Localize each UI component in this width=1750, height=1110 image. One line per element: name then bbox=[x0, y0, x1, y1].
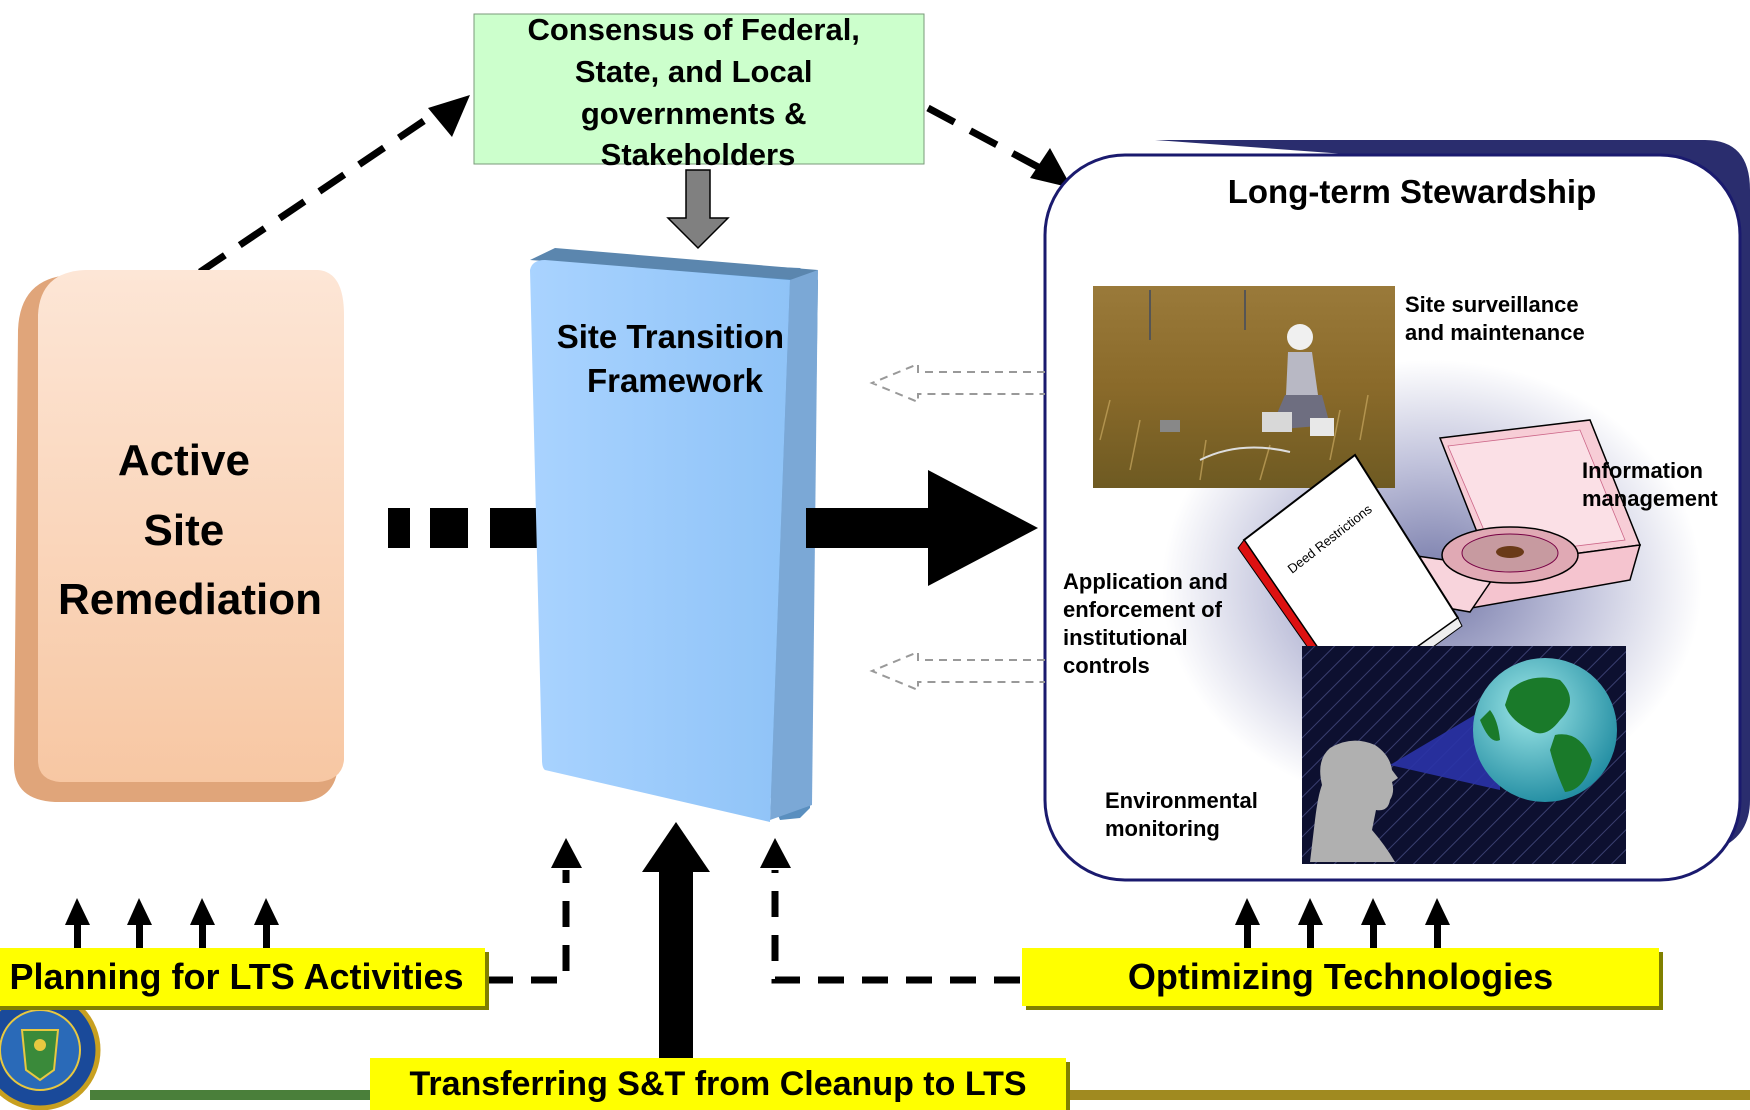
institutional-line-1: Application and bbox=[1063, 569, 1228, 594]
dashed-arrow-to-lts bbox=[926, 104, 1072, 188]
information-line-2: management bbox=[1582, 486, 1718, 511]
environmental-line-1: Environmental bbox=[1105, 788, 1258, 813]
svg-text:Active Site Remedi: Active Site Remediation bbox=[58, 436, 322, 624]
gray-down-arrow bbox=[666, 169, 730, 250]
lts-panel: Long-term Stewardship Site surveillance … bbox=[1043, 140, 1750, 882]
feedback-arrow-upper bbox=[869, 362, 1045, 404]
svg-text:Environmental monitoring: Environmental monitoring bbox=[1105, 788, 1264, 841]
transferring-box: Transferring S&T from Cleanup to LTS bbox=[370, 1058, 1066, 1110]
consensus-line-2: State, and Local bbox=[575, 54, 813, 89]
planning-label: Planning for LTS Activities bbox=[9, 956, 464, 997]
svg-text:Information management: Information management bbox=[1582, 458, 1718, 511]
open-cd-case-icon bbox=[1378, 419, 1642, 613]
consensus-box: Consensus of Federal, State, and Local g… bbox=[473, 12, 925, 172]
active-line-3: Remediation bbox=[58, 575, 322, 624]
head-silhouette-icon bbox=[1310, 740, 1398, 862]
optimizing-box: Optimizing Technologies bbox=[1022, 948, 1659, 1006]
information-line-1: Information bbox=[1582, 458, 1703, 483]
optimizing-dashed-connector bbox=[760, 838, 1020, 984]
planning-dashed-connector bbox=[487, 838, 582, 984]
feedback-arrow-lower bbox=[869, 650, 1045, 692]
surveillance-line-1: Site surveillance bbox=[1405, 292, 1579, 317]
institutional-line-4: controls bbox=[1063, 653, 1150, 678]
active-site-block: Active Site Remediation bbox=[14, 270, 344, 802]
planning-box: Planning for LTS Activities bbox=[0, 948, 485, 1006]
surveillance-photo bbox=[1093, 286, 1395, 488]
svg-text:Site surveillance and ma: Site surveillance and maintenance bbox=[1405, 292, 1585, 345]
svg-text:Consensus of Federal, St: Consensus of Federal, State, and Local g… bbox=[527, 12, 868, 172]
svg-text:Application and enforcem: Application and enforcement of instituti… bbox=[1063, 569, 1234, 678]
surveillance-line-2: and maintenance bbox=[1405, 320, 1585, 345]
transition-line-2: Framework bbox=[587, 362, 764, 399]
transferring-label: Transferring S&T from Cleanup to LTS bbox=[409, 1065, 1027, 1103]
doe-seal-icon bbox=[0, 989, 101, 1110]
lts-title: Long-term Stewardship bbox=[1228, 173, 1597, 210]
dashed-arrow-to-consensus bbox=[198, 95, 470, 275]
optimizing-up-arrows bbox=[1235, 898, 1450, 950]
arrow-to-lts bbox=[806, 470, 1038, 586]
site-transition-framework: Site Transition Framework bbox=[530, 248, 818, 822]
active-line-2: Site bbox=[144, 506, 225, 555]
planning-up-arrows bbox=[65, 898, 279, 950]
footer-rule bbox=[90, 1090, 1750, 1100]
svg-text:Site Transition Framewor: Site Transition Framework bbox=[557, 318, 794, 399]
institutional-line-2: enforcement of bbox=[1063, 597, 1223, 622]
consensus-line-1: Consensus of Federal, bbox=[527, 12, 859, 47]
transferring-up-arrow bbox=[642, 822, 710, 1065]
optimizing-label: Optimizing Technologies bbox=[1127, 956, 1554, 997]
consensus-line-4: Stakeholders bbox=[601, 137, 796, 172]
environmental-line-2: monitoring bbox=[1105, 816, 1220, 841]
globe-icon bbox=[1473, 658, 1617, 802]
consensus-line-3: governments & bbox=[581, 96, 807, 131]
globe-picture bbox=[1302, 646, 1626, 864]
transition-line-1: Site Transition bbox=[557, 318, 784, 355]
active-line-1: Active bbox=[118, 436, 250, 485]
institutional-line-3: institutional bbox=[1063, 625, 1188, 650]
